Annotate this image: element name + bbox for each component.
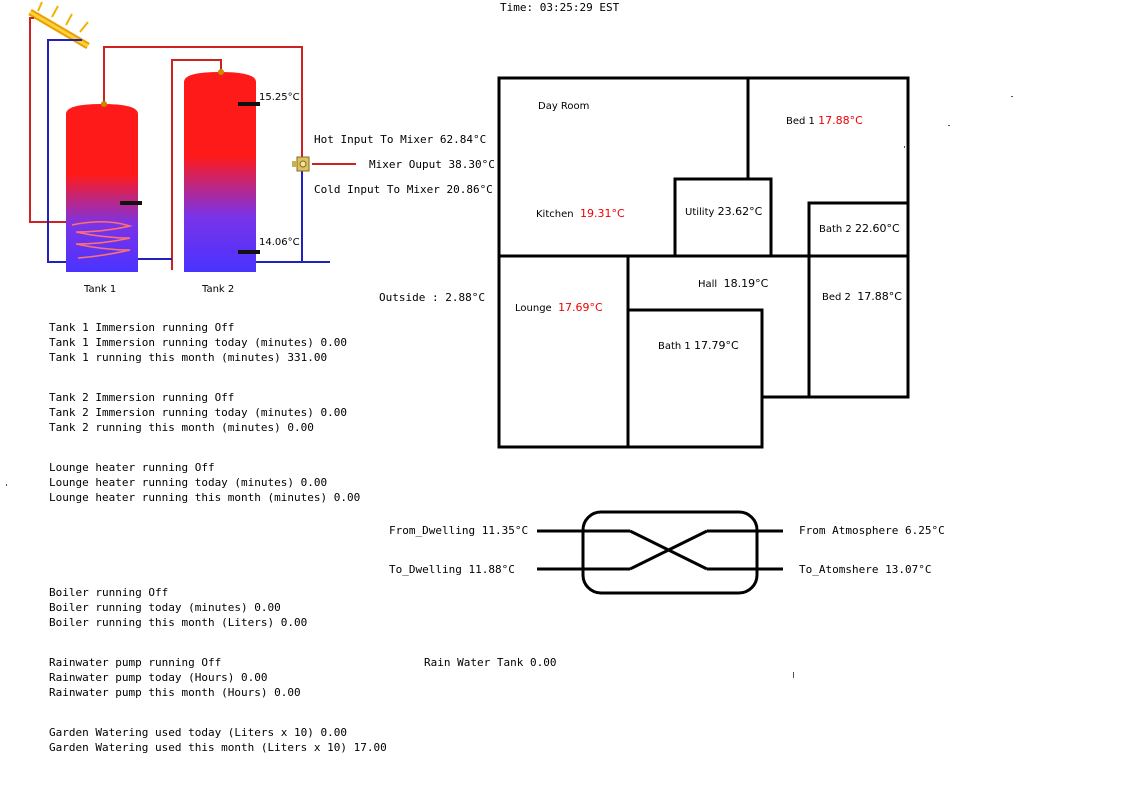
room-name: Kitchen bbox=[536, 209, 574, 220]
stat-line: Rainwater pump this month (Hours) 0.00 bbox=[49, 686, 301, 699]
solar-loop-pipes bbox=[29, 17, 82, 263]
room-name: Utility bbox=[685, 207, 715, 218]
room-utility: Utility 23.62°C bbox=[685, 205, 762, 219]
hx-from-atmosphere: From Atmosphere 6.25°C bbox=[799, 524, 945, 537]
stat-line: Boiler running Off bbox=[49, 586, 169, 599]
stat-line: Tank 2 running this month (minutes) 0.00 bbox=[49, 421, 314, 434]
rain-water-tank: Rain Water Tank 0.00 bbox=[424, 656, 557, 669]
tank-2-label: Tank 2 bbox=[202, 284, 235, 295]
tank-1-cylinder bbox=[66, 101, 142, 272]
room-temp: 23.62°C bbox=[717, 205, 763, 218]
room-bed-2: Bed 2 17.88°C bbox=[822, 290, 902, 304]
room-name: Bath 1 bbox=[658, 341, 691, 352]
stat-line: Garden Watering used today (Liters x 10)… bbox=[49, 726, 348, 739]
floor-plan bbox=[497, 76, 910, 449]
mixer-hot-input: Hot Input To Mixer 62.84°C bbox=[314, 133, 487, 146]
room-temp: 17.88°C bbox=[818, 114, 863, 127]
stat-line: Tank 1 running this month (minutes) 331.… bbox=[49, 351, 328, 364]
room-name: Bath 2 bbox=[819, 224, 852, 235]
stat-line: Lounge heater running Off bbox=[49, 461, 215, 474]
room-name: Bed 2 bbox=[822, 292, 851, 303]
outside-temp: Outside : 2.88°C bbox=[379, 291, 485, 304]
room-temp: 17.79°C bbox=[693, 339, 739, 352]
stat-line: Garden Watering used this month (Liters … bbox=[49, 741, 387, 754]
room-bath-1: Bath 1 17.79°C bbox=[658, 339, 739, 353]
room-temp: 22.60°C bbox=[854, 222, 900, 235]
room-temp: 17.88°C bbox=[857, 290, 902, 303]
immersion-coil-icon bbox=[71, 221, 133, 259]
room-kitchen: Kitchen 19.31°C bbox=[536, 207, 625, 221]
stat-line: Boiler running today (minutes) 0.00 bbox=[49, 601, 281, 614]
stat-line: Tank 2 Immersion running Off bbox=[49, 391, 235, 404]
clock-time: Time: 03:25:29 EST bbox=[500, 1, 620, 14]
mixer-cold-input: Cold Input To Mixer 20.86°C bbox=[314, 183, 493, 196]
cold-water-pipes bbox=[138, 170, 330, 263]
tank-2-bottom-temp: 14.06°C bbox=[259, 237, 300, 248]
mixer-output: Mixer Ouput 38.30°C bbox=[369, 158, 495, 171]
room-bed-1: Bed 1 17.88°C bbox=[786, 114, 863, 128]
stat-line: Lounge heater running this month (minute… bbox=[49, 491, 361, 504]
room-name: Day Room bbox=[538, 101, 590, 112]
room-lounge: Lounge 17.69°C bbox=[515, 301, 603, 315]
room-name: Lounge bbox=[515, 303, 552, 314]
stat-line: Tank 2 Immersion running today (minutes)… bbox=[49, 406, 348, 419]
tank-2-cylinder bbox=[184, 69, 260, 272]
tank-1-label: Tank 1 bbox=[84, 284, 117, 295]
stat-line: Tank 1 Immersion running Off bbox=[49, 321, 235, 334]
stat-line: Tank 1 Immersion running today (minutes)… bbox=[49, 336, 348, 349]
room-temp: 17.69°C bbox=[558, 301, 603, 314]
hx-to-atmosphere: To_Atomshere 13.07°C bbox=[799, 563, 932, 576]
stat-line: Boiler running this month (Liters) 0.00 bbox=[49, 616, 308, 629]
room-name: Hall bbox=[698, 279, 718, 290]
tank-2-top-temp: 15.25°C bbox=[259, 92, 300, 103]
hx-from-dwelling: From_Dwelling 11.35°C bbox=[389, 524, 529, 537]
hx-to-dwelling: To_Dwelling 11.88°C bbox=[389, 563, 515, 576]
stat-line: Rainwater pump today (Hours) 0.00 bbox=[49, 671, 268, 684]
stat-line: Lounge heater running today (minutes) 0.… bbox=[49, 476, 328, 489]
room-bath-2: Bath 2 22.60°C bbox=[819, 222, 900, 236]
stat-line: Rainwater pump running Off bbox=[49, 656, 222, 669]
room-temp: 18.19°C bbox=[723, 277, 769, 290]
room-temp: 19.31°C bbox=[579, 207, 625, 220]
mixer-valve-icon bbox=[292, 156, 310, 172]
room-day-room: Day Room bbox=[538, 100, 589, 113]
room-name: Bed 1 bbox=[786, 116, 815, 127]
heat-exchanger-diagram bbox=[537, 510, 783, 595]
hot-water-pipes bbox=[103, 46, 356, 270]
room-hall: Hall 18.19°C bbox=[698, 277, 768, 291]
decorative-dots bbox=[6, 96, 1013, 678]
